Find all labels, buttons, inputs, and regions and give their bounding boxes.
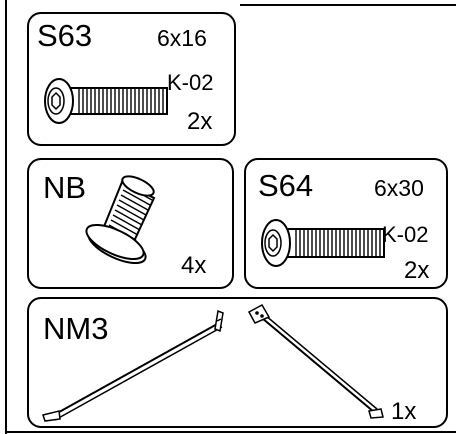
part-card-s64: S64 6x30 K-02 2x xyxy=(244,158,448,289)
part-quantity: 2x xyxy=(404,257,430,284)
part-quantity: 4x xyxy=(181,252,207,279)
frame-line-bottom xyxy=(5,431,456,433)
part-size: 6x16 xyxy=(157,25,207,51)
frame-line-left xyxy=(5,0,7,434)
part-ref: K-02 xyxy=(382,222,429,247)
part-code: S64 xyxy=(258,168,314,203)
part-code: NM3 xyxy=(43,311,109,346)
part-card-s63: S63 6x16 K-02 2x xyxy=(27,12,236,146)
wire-brace-icon xyxy=(42,303,384,422)
part-code: S63 xyxy=(37,18,93,53)
bolt-flat-head-icon xyxy=(85,175,156,265)
part-size: 6x30 xyxy=(374,175,424,201)
part-code: NB xyxy=(43,170,87,205)
part-card-nm3: NM3 1x xyxy=(27,297,448,428)
part-card-nb: NB 4x xyxy=(27,158,234,289)
part-quantity: 2x xyxy=(187,108,213,135)
frame-line-top xyxy=(240,4,456,6)
bolt-hex-socket-icon xyxy=(44,78,168,124)
bolt-hex-socket-icon xyxy=(261,219,385,267)
part-quantity: 1x xyxy=(391,398,417,425)
part-ref: K-02 xyxy=(167,70,214,95)
